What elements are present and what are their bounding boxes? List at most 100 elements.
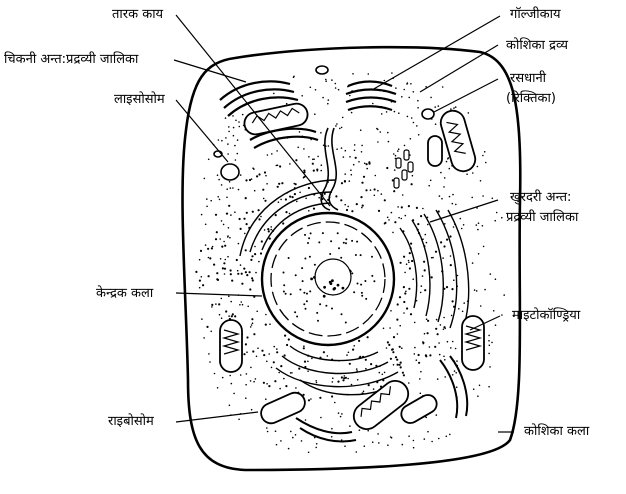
ribosome-dot [262, 188, 265, 191]
ribosome-dot [399, 361, 402, 364]
cytoplasm-dot [377, 141, 379, 143]
ribosome-dot [436, 333, 439, 336]
cytoplasm-dot [216, 387, 219, 389]
cytoplasm-dot [377, 189, 379, 192]
cytoplasm-dot [232, 134, 235, 137]
cytoplasm-dot [246, 351, 248, 354]
cytoplasm-dot [253, 380, 255, 383]
cytoplasm-dot [501, 314, 503, 316]
label-smooth-er: चिकनी अन्त:प्रद्रव्यी जालिका [4, 52, 139, 67]
cytoplasm-dot [428, 184, 431, 187]
cytoplasm-dot [227, 153, 229, 155]
ribosome-dot [240, 272, 243, 275]
cytoplasm-dot [347, 205, 350, 208]
ribosome-dot [424, 289, 427, 292]
ribosome-dot [285, 211, 288, 214]
cytoplasm-dot [315, 381, 318, 384]
chromatin-dot [340, 256, 343, 259]
cytoplasm-dot [287, 447, 290, 450]
ribosome-dot [401, 371, 404, 374]
chromatin-dot [308, 255, 311, 258]
ribosome-dot [243, 353, 246, 356]
chromatin-dot [328, 280, 332, 284]
ribosome-dot [276, 185, 279, 188]
ribosome-dot [267, 230, 270, 233]
ribosome-dot [365, 189, 368, 192]
ribosome-dot [451, 288, 454, 291]
chromatin-dot [294, 274, 297, 277]
chromatin-dot [303, 291, 306, 294]
cytoplasm-dot [456, 360, 458, 362]
cytoplasm-dot [278, 371, 281, 374]
ribosome-dot [262, 381, 265, 384]
ribosome-dot [221, 245, 224, 248]
chromatin-dot [309, 290, 312, 293]
cytoplasm-dot [336, 148, 338, 150]
cytoplasm-dot [314, 89, 317, 91]
cytoplasm-dot [383, 79, 386, 82]
ribosome-dot [364, 358, 367, 361]
ribosome-dot [344, 376, 347, 379]
ribosome-dot [261, 349, 264, 352]
cytoplasm-dot [365, 367, 367, 370]
ribosome-dot [451, 300, 454, 303]
cytoplasm-dot [432, 256, 434, 259]
cytoplasm-dot [234, 159, 237, 161]
cytoplasm-dot [353, 149, 356, 152]
cytoplasm-dot [355, 451, 358, 453]
cytoplasm-dot [405, 290, 407, 293]
cytoplasm-dot [367, 73, 370, 75]
chromatin-dot [303, 303, 306, 306]
ribosome-dot [398, 363, 401, 366]
cytoplasm-dot [309, 86, 312, 89]
cytoplasm-dot [401, 96, 403, 98]
cytoplasm-dot [266, 383, 268, 385]
cytoplasm-dot [438, 342, 440, 344]
ribosome-dot [323, 192, 326, 195]
cytoplasm-dot [344, 445, 346, 448]
cytoplasm-dot [372, 102, 374, 105]
cytoplasm-dot [475, 224, 478, 226]
cytoplasm-dot [209, 361, 211, 363]
chromatin-dot [282, 290, 285, 293]
cytoplasm-dot [200, 276, 203, 278]
ribosome-dot [352, 348, 355, 351]
cytoplasm-dot [399, 324, 402, 327]
ribosome-dot [216, 272, 219, 275]
cytoplasm-dot [359, 129, 362, 131]
cytoplasm-dot [251, 322, 254, 325]
chromatin-dot [360, 291, 363, 294]
ribosome-dot [435, 327, 438, 330]
ribosome-dot [251, 255, 254, 258]
ribosome-dot [345, 208, 349, 212]
label-mitochondria: माइटोकॉण्ड्रिया [512, 308, 581, 323]
cytoplasm-dot [421, 275, 424, 277]
cytoplasm-dot [308, 210, 310, 212]
chromatin-dot [360, 283, 363, 286]
ribosome-dot [399, 261, 402, 264]
cytoplasm-dot [320, 169, 323, 172]
ribosome-dot [256, 175, 259, 178]
cytoplasm-dot [403, 144, 406, 147]
cytoplasm-dot [255, 271, 257, 274]
cytoplasm-dot [297, 146, 300, 149]
cytoplasm-dot [488, 344, 491, 347]
cytoplasm-dot [452, 226, 455, 228]
cytoplasm-dot [453, 370, 456, 372]
ribosome-dot [377, 209, 381, 212]
cytoplasm-dot [451, 374, 454, 376]
cytoplasm-dot [495, 211, 498, 214]
cytoplasm-dot [419, 392, 422, 395]
cytoplasm-dot [307, 451, 310, 454]
chromatin-dot [294, 311, 297, 314]
cytoplasm-dot [273, 345, 276, 348]
chromatin-dot [344, 321, 347, 324]
cytoplasm-dot [250, 178, 253, 180]
cytoplasm-dot [453, 107, 455, 109]
cytoplasm-dot [423, 438, 426, 440]
cytoplasm-dot [250, 366, 252, 369]
cytoplasm-dot [301, 95, 304, 97]
chromatin-dot [331, 279, 334, 283]
cytoplasm-dot [391, 72, 393, 74]
mitochondria [219, 102, 485, 430]
